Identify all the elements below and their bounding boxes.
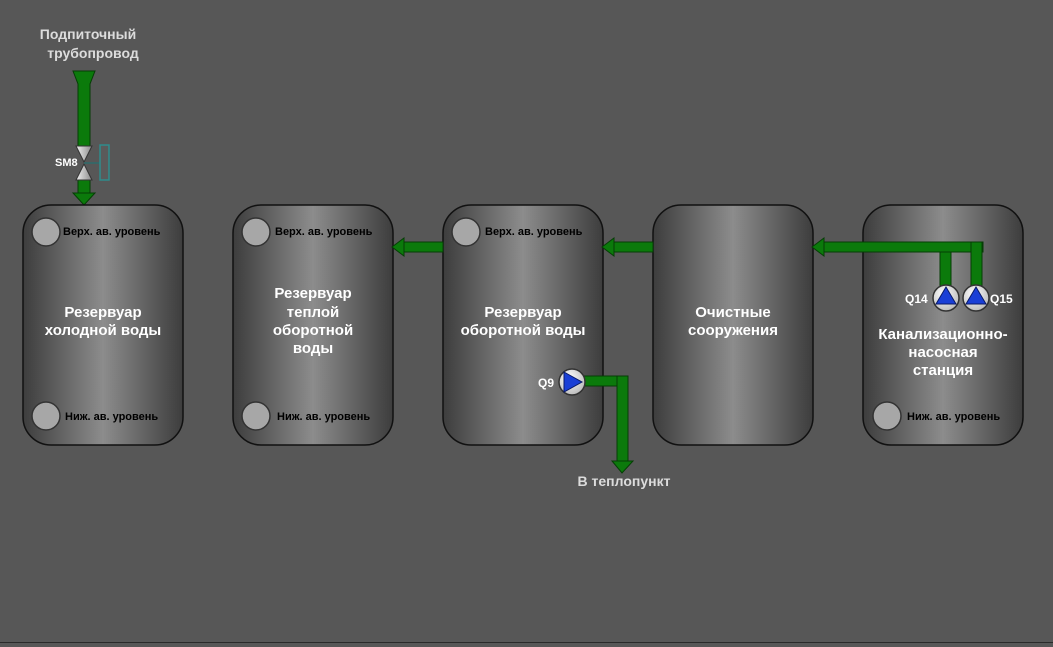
pipe-treatment-to-recycled <box>601 237 654 257</box>
sewage-lower-level-indicator <box>872 401 902 431</box>
warm-upper-level-indicator <box>241 217 271 247</box>
cold-lower-level-indicator <box>31 401 61 431</box>
treatment-title-line2: сооружения <box>688 322 778 339</box>
treatment-title-line1: Очистные <box>695 304 771 321</box>
sewage-title-line3: станция <box>913 362 973 379</box>
pump-q9-label: Q9 <box>538 376 554 390</box>
feed-title-line1: Подпиточный <box>40 26 136 42</box>
recycled-upper-level-label: Верх. ав. уровень <box>485 226 583 238</box>
cold-tank-title-line1: Резервуар <box>64 304 141 321</box>
pipe-to-heat-point <box>579 375 635 474</box>
cold-upper-level-label: Верх. ав. уровень <box>63 226 161 238</box>
warm-tank-title-line4: воды <box>293 340 333 357</box>
valve-sm8-label: SM8 <box>55 157 78 169</box>
pump-q15-label: Q15 <box>990 292 1013 306</box>
warm-tank-title-line3: оборотной <box>273 322 353 339</box>
valve-actuator[interactable] <box>99 144 110 181</box>
pipe-recycled-to-warm <box>391 237 444 257</box>
warm-tank-title-line1: Резервуар <box>274 285 351 302</box>
tank-treatment[interactable] <box>652 204 814 446</box>
pipe-sewage-to-treatment <box>811 237 984 287</box>
outlet-heat-point-label: В теплопункт <box>578 473 671 489</box>
recycled-tank-title-line2: оборотной воды <box>461 322 586 339</box>
tank-warm-water[interactable] <box>232 204 394 446</box>
cold-upper-level-indicator <box>31 217 61 247</box>
sewage-lower-level-label: Ниж. ав. уровень <box>907 411 1000 423</box>
feed-pipe <box>71 70 97 206</box>
warm-lower-level-label: Ниж. ав. уровень <box>277 411 370 423</box>
pump-q9[interactable] <box>558 368 586 396</box>
recycled-tank-title-line1: Резервуар <box>484 304 561 321</box>
sewage-title-line1: Канализационно- <box>878 326 1007 343</box>
pump-q15[interactable] <box>962 284 990 312</box>
warm-tank-title-line2: теплой <box>287 304 339 321</box>
feed-title-line2: трубопровод <box>47 45 139 61</box>
tank-cold-water[interactable] <box>22 204 184 446</box>
warm-lower-level-indicator <box>241 401 271 431</box>
tank-sewage-station[interactable] <box>862 204 1024 446</box>
warm-upper-level-label: Верх. ав. уровень <box>275 226 373 238</box>
recycled-upper-level-indicator <box>451 217 481 247</box>
sewage-title-line2: насосная <box>908 344 977 361</box>
valve-sm8[interactable] <box>75 144 110 181</box>
cold-lower-level-label: Ниж. ав. уровень <box>65 411 158 423</box>
cold-tank-title-line2: холодной воды <box>45 322 162 339</box>
pump-q14[interactable] <box>932 284 960 312</box>
pump-q14-label: Q14 <box>905 292 928 306</box>
